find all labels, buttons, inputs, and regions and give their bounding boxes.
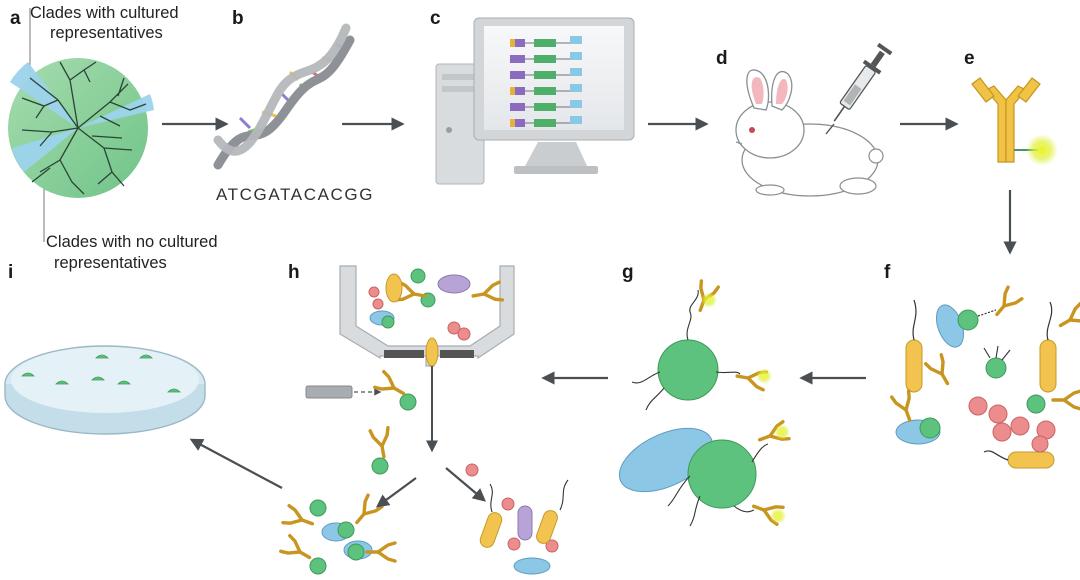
syringe-icon <box>825 42 893 135</box>
phylogenetic-tree-icon <box>8 58 154 198</box>
panel-letter-b: b <box>232 8 244 29</box>
annotation-uncultured-line2: representatives <box>54 254 167 272</box>
dna-helix-icon <box>213 23 355 170</box>
annotation-cultured-line2: representatives <box>50 24 163 42</box>
panel-letter-e: e <box>964 48 975 69</box>
flow-arrows <box>162 117 1017 508</box>
annotation-uncultured: Clades with no cultured representatives <box>43 170 218 272</box>
labeled-cell-icon <box>618 279 791 527</box>
panel-letter-i: i <box>8 262 13 283</box>
gene-track-list <box>510 36 582 127</box>
computer-icon <box>435 17 635 185</box>
sorted-labeled-cells <box>279 425 397 575</box>
arrow-h-to-labeled <box>375 477 417 508</box>
petri-dish-icon <box>4 345 206 435</box>
arrow-h-to-i <box>189 438 283 489</box>
panel-letter-f: f <box>884 262 891 283</box>
arrow-h-to-unlabeled <box>445 467 487 502</box>
dna-sequence: ATCGATACACGG <box>216 185 374 204</box>
annotation-cultured: Clades with cultured representatives <box>29 4 179 92</box>
annotation-cultured-line1: Clades with cultured <box>30 4 179 22</box>
panel-letter-g: g <box>622 262 634 283</box>
antibody-icon <box>971 77 1058 166</box>
annotation-uncultured-line1: Clades with no cultured <box>46 233 218 251</box>
sorted-unlabeled-cells <box>465 463 569 575</box>
panel-letters: a b c d e f g h i <box>8 8 975 283</box>
panel-letter-d: d <box>716 48 728 69</box>
panel-letter-a: a <box>10 8 21 29</box>
rabbit-icon <box>735 69 884 197</box>
bacteria-mixture-icon <box>890 285 1080 469</box>
cell-sorter-icon <box>305 265 515 453</box>
panel-letter-c: c <box>430 8 441 29</box>
panel-letter-h: h <box>288 262 300 283</box>
